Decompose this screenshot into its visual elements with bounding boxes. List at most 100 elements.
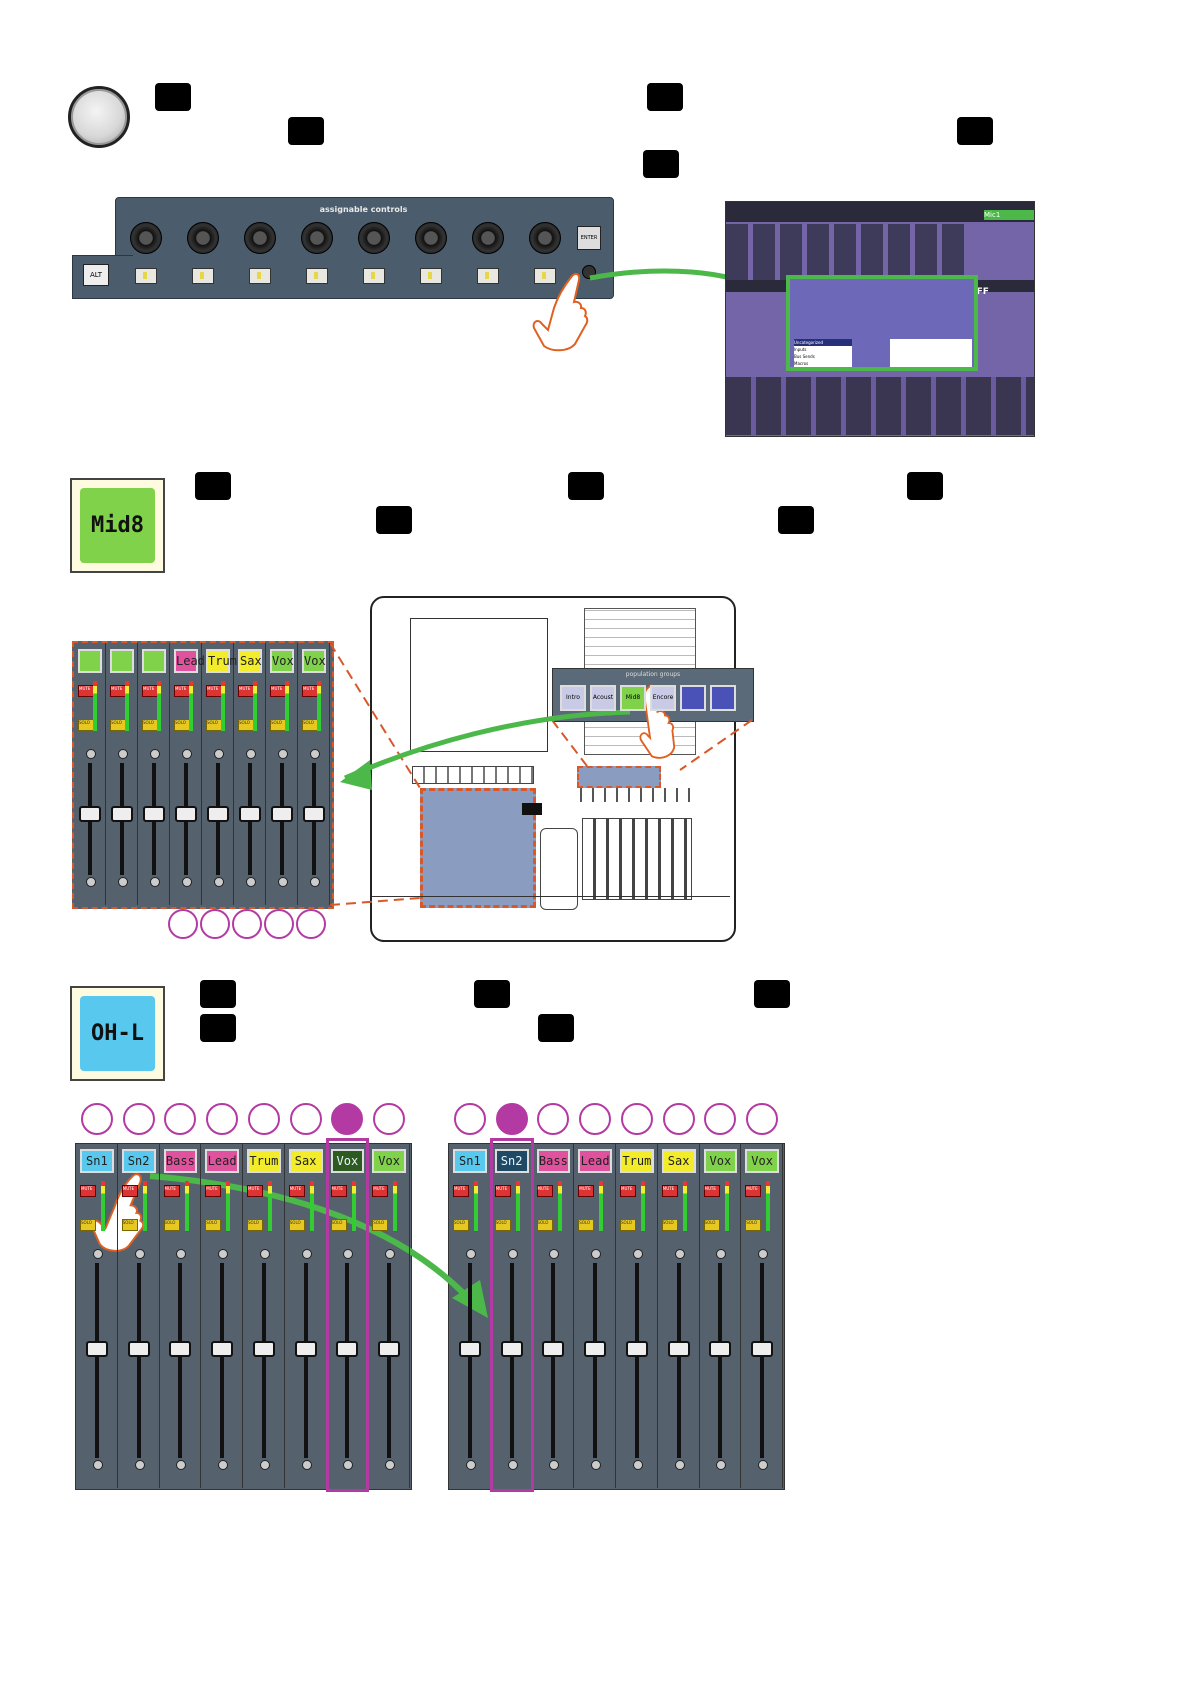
fader-cap[interactable] bbox=[378, 1341, 401, 1358]
mute-button[interactable]: MUTE bbox=[174, 685, 190, 697]
assignable-key[interactable] bbox=[249, 268, 271, 284]
channel-name-button[interactable] bbox=[110, 649, 134, 673]
solo-button[interactable]: SOLO bbox=[661, 1219, 678, 1231]
channel-name-button[interactable]: Trum bbox=[620, 1149, 654, 1173]
fader-cap[interactable] bbox=[625, 1341, 648, 1358]
channel-name-button[interactable]: Sax bbox=[238, 649, 262, 673]
solo-button[interactable]: SOLO bbox=[238, 719, 254, 731]
fader-cap[interactable] bbox=[709, 1341, 732, 1358]
population-group-button[interactable]: Acoust bbox=[590, 685, 616, 711]
mute-button[interactable]: MUTE bbox=[121, 1185, 138, 1197]
mute-button[interactable]: MUTE bbox=[80, 1185, 96, 1197]
fader-cap[interactable] bbox=[500, 1341, 523, 1358]
channel-name-button[interactable]: Sax bbox=[661, 1149, 696, 1173]
channel-name-button[interactable]: Lead bbox=[205, 1149, 239, 1173]
mute-button[interactable]: MUTE bbox=[270, 685, 286, 697]
solo-button[interactable]: SOLO bbox=[270, 719, 286, 731]
fader-cap[interactable] bbox=[252, 1341, 275, 1358]
channel-name-button[interactable]: Vox bbox=[330, 1149, 365, 1173]
mute-button[interactable]: MUTE bbox=[163, 1185, 180, 1197]
assignable-key[interactable] bbox=[192, 268, 214, 284]
channel-name-button[interactable]: Vox bbox=[302, 649, 326, 673]
solo-button[interactable]: SOLO bbox=[174, 719, 190, 731]
solo-button[interactable]: SOLO bbox=[206, 719, 222, 731]
assignable-knob[interactable] bbox=[472, 222, 504, 254]
list-item[interactable]: Uncategorized bbox=[794, 339, 852, 346]
channel-name-button[interactable]: Trum bbox=[247, 1149, 281, 1173]
fader-cap[interactable] bbox=[303, 806, 325, 823]
fader-cap[interactable] bbox=[751, 1341, 774, 1358]
solo-button[interactable]: SOLO bbox=[620, 1219, 636, 1231]
mute-button[interactable]: MUTE bbox=[238, 685, 254, 697]
list-item[interactable]: Macros bbox=[794, 361, 809, 366]
channel-name-button[interactable]: Vox bbox=[372, 1149, 406, 1173]
solo-button[interactable]: SOLO bbox=[745, 1219, 762, 1231]
mute-button[interactable]: MUTE bbox=[205, 1185, 222, 1197]
population-group-button[interactable] bbox=[710, 685, 736, 711]
mute-button[interactable]: MUTE bbox=[453, 1185, 469, 1197]
fader-cap[interactable] bbox=[111, 806, 133, 823]
mute-button[interactable]: MUTE bbox=[288, 1185, 305, 1197]
mute-button[interactable]: MUTE bbox=[620, 1185, 636, 1197]
assignable-knob[interactable] bbox=[358, 222, 390, 254]
fader-cap[interactable] bbox=[542, 1341, 565, 1358]
channel-name-button[interactable]: Bass bbox=[163, 1149, 198, 1173]
fader-cap[interactable] bbox=[294, 1341, 317, 1358]
solo-button[interactable]: SOLO bbox=[142, 719, 158, 731]
mute-button[interactable]: MUTE bbox=[142, 685, 158, 697]
solo-button[interactable]: SOLO bbox=[578, 1219, 595, 1231]
assignable-key[interactable] bbox=[477, 268, 499, 284]
enter-button[interactable]: ENTER bbox=[577, 226, 601, 250]
channel-name-button[interactable] bbox=[78, 649, 102, 673]
solo-button[interactable]: SOLO bbox=[372, 1219, 389, 1231]
assignable-knob[interactable] bbox=[130, 222, 162, 254]
channel-name-button[interactable]: Vox bbox=[745, 1149, 779, 1173]
fader-cap[interactable] bbox=[85, 1341, 108, 1358]
fader-cap[interactable] bbox=[458, 1341, 481, 1358]
mute-button[interactable]: MUTE bbox=[247, 1185, 263, 1197]
assignable-knob[interactable] bbox=[529, 222, 561, 254]
channel-name-button[interactable]: Lead bbox=[174, 649, 205, 673]
solo-button[interactable]: SOLO bbox=[536, 1219, 553, 1231]
assignable-key[interactable] bbox=[420, 268, 442, 284]
fader-cap[interactable] bbox=[239, 806, 261, 823]
fader-cap[interactable] bbox=[79, 806, 101, 823]
fader-cap[interactable] bbox=[271, 806, 293, 823]
mute-button[interactable]: MUTE bbox=[372, 1185, 389, 1197]
population-group-button[interactable] bbox=[680, 685, 706, 711]
channel-name-button[interactable]: Sn2 bbox=[121, 1149, 156, 1173]
channel-name-button[interactable]: Vox bbox=[270, 649, 294, 673]
solo-button[interactable]: SOLO bbox=[110, 719, 126, 731]
channel-name-button[interactable] bbox=[142, 649, 166, 673]
assignable-knob[interactable] bbox=[244, 222, 276, 254]
channel-name-button[interactable]: Sn2 bbox=[494, 1149, 529, 1173]
assignable-key[interactable] bbox=[363, 268, 385, 284]
solo-button[interactable]: SOLO bbox=[121, 1219, 138, 1231]
assignable-knob[interactable] bbox=[301, 222, 333, 254]
channel-name-button[interactable]: Sn1 bbox=[453, 1149, 487, 1173]
fader-cap[interactable] bbox=[127, 1341, 150, 1358]
solo-button[interactable]: SOLO bbox=[205, 1219, 222, 1231]
channel-name-button[interactable]: Lead bbox=[578, 1149, 612, 1173]
fader-cap[interactable] bbox=[169, 1341, 192, 1358]
fader-cap[interactable] bbox=[667, 1341, 690, 1358]
population-group-button[interactable]: Intro bbox=[560, 685, 586, 711]
mute-button[interactable]: MUTE bbox=[745, 1185, 762, 1197]
solo-button[interactable]: SOLO bbox=[78, 719, 94, 731]
solo-button[interactable]: SOLO bbox=[494, 1219, 511, 1231]
population-group-button[interactable]: Mid8 bbox=[620, 685, 646, 711]
list-item[interactable]: Bus Sends bbox=[794, 354, 815, 359]
assignable-key[interactable] bbox=[135, 268, 157, 284]
mute-button[interactable]: MUTE bbox=[661, 1185, 678, 1197]
assignable-key[interactable] bbox=[306, 268, 328, 284]
assignable-knob[interactable] bbox=[415, 222, 447, 254]
fader-cap[interactable] bbox=[207, 806, 229, 823]
mute-button[interactable]: MUTE bbox=[330, 1185, 347, 1197]
channel-name-button[interactable]: Trum bbox=[206, 649, 237, 673]
fader-cap[interactable] bbox=[143, 806, 165, 823]
mute-button[interactable]: MUTE bbox=[536, 1185, 553, 1197]
mute-button[interactable]: MUTE bbox=[302, 685, 318, 697]
solo-button[interactable]: SOLO bbox=[288, 1219, 305, 1231]
fader-cap[interactable] bbox=[336, 1341, 359, 1358]
fader-cap[interactable] bbox=[175, 806, 197, 823]
